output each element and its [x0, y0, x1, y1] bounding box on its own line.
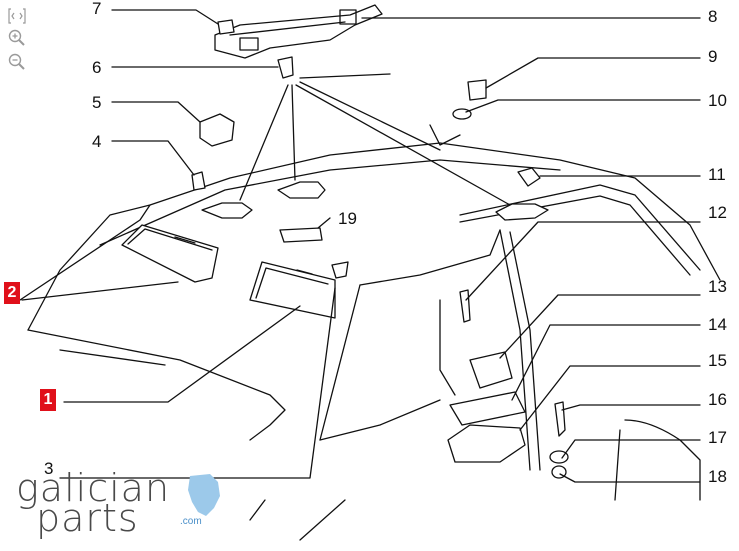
- part-9-screw: [467, 79, 487, 101]
- zoom-in-icon[interactable]: [6, 28, 28, 48]
- callout-4: 4: [92, 132, 101, 151]
- callout-2-highlighted[interactable]: 2: [4, 282, 20, 304]
- grab-handle: [214, 4, 383, 59]
- callout-18: 18: [708, 467, 727, 486]
- part-12-screw: [459, 289, 471, 323]
- visor-screw: [331, 261, 349, 279]
- part-6-screw: [277, 56, 294, 79]
- callout-16: 16: [708, 390, 727, 409]
- part-7-clip: [217, 19, 235, 35]
- part-11-clip: [517, 167, 541, 187]
- fit-screen-icon[interactable]: [6, 6, 28, 26]
- assembly-lines: [239, 81, 511, 206]
- logo-word-galician: galician: [16, 466, 171, 510]
- visor-clip-2: [277, 181, 326, 199]
- visor-clip-3: [495, 203, 549, 221]
- callout-10: 10: [708, 91, 727, 110]
- part-5-switch: [199, 113, 235, 147]
- callout-leaders: [21, 9, 701, 483]
- callout-11: 11: [708, 165, 726, 184]
- callout-7: 7: [92, 0, 101, 18]
- zoom-out-icon[interactable]: [6, 52, 28, 72]
- zoom-toolbar: [4, 4, 30, 74]
- callout-1-highlighted[interactable]: 1: [40, 389, 56, 411]
- part-13-lamp: [469, 351, 513, 389]
- callout-17: 17: [708, 428, 727, 447]
- galicianparts-logo: galician parts .com: [12, 466, 232, 540]
- sun-visor-right: [249, 261, 336, 319]
- logo-word-parts: parts: [36, 496, 139, 540]
- visor-clip-1: [201, 202, 253, 219]
- callout-13: 13: [708, 277, 727, 296]
- part-16-screw: [554, 401, 566, 437]
- callout-9: 9: [708, 47, 717, 66]
- part-4-clip: [191, 171, 206, 191]
- callout-19: 19: [338, 209, 357, 228]
- part-14-bracket: [449, 391, 526, 426]
- callout-15: 15: [708, 351, 727, 370]
- callout-6: 6: [92, 58, 101, 77]
- car-body-outline: [19, 73, 721, 541]
- part-19-lamp: [279, 227, 323, 243]
- galicia-map-icon: [188, 474, 220, 516]
- sun-visor-left: [121, 224, 219, 283]
- callout-3: 3: [44, 459, 53, 478]
- callout-14: 14: [708, 315, 727, 334]
- callout-5: 5: [92, 93, 101, 112]
- part-15-box: [447, 424, 526, 463]
- logo-suffix: .com: [180, 516, 202, 527]
- part-17-nut: [549, 450, 569, 464]
- callout-8: 8: [708, 7, 717, 26]
- callout-12: 12: [708, 203, 727, 222]
